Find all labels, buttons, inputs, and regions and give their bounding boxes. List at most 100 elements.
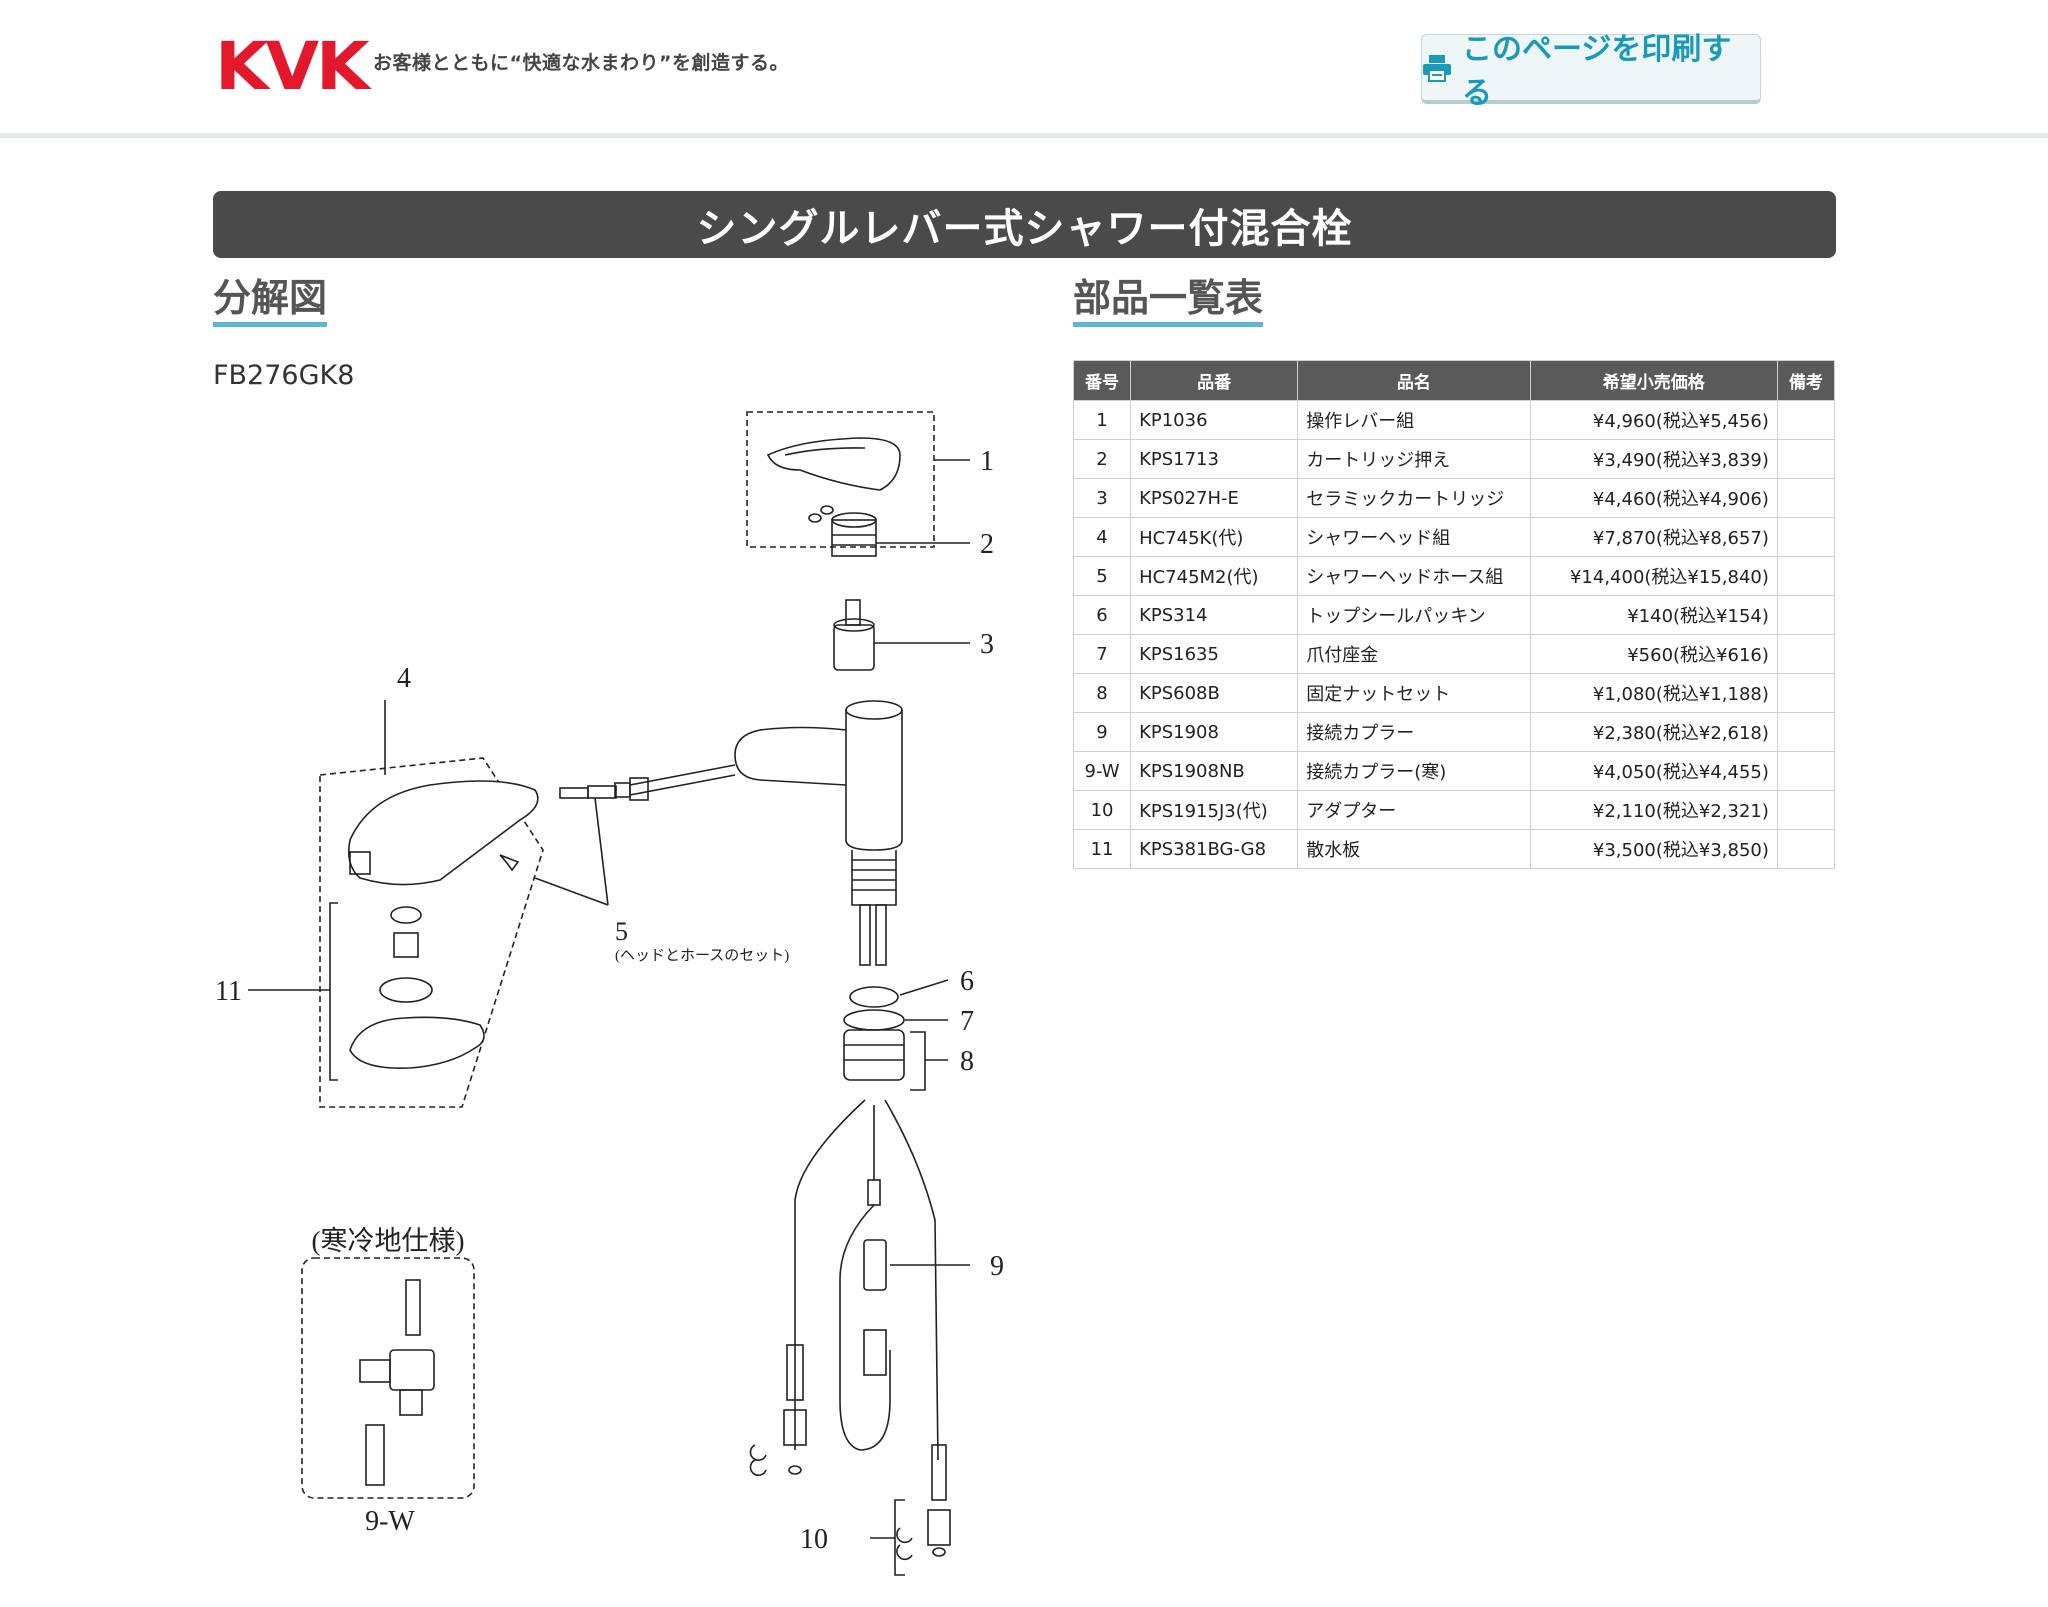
row-price: ¥3,490(税込¥3,839) [1529, 439, 1778, 479]
table-row: 5 HC745M2(代) シャワーヘッドホース組 ¥14,400(税込¥15,8… [1072, 556, 1836, 596]
table-header-row: 番号 品番 品名 希望小売価格 備考 [1072, 360, 1836, 401]
row-note [1776, 634, 1836, 674]
row-name: アダプター [1297, 790, 1531, 830]
exploded-diagram: 1 2 3 4 5 (ヘッドとホースのセット) 6 7 8 9 10 11 (寒… [215, 411, 1004, 1576]
row-note [1776, 673, 1836, 713]
row-code: HC745M2(代) [1130, 556, 1299, 596]
table-row: 4 HC745K(代) シャワーヘッド組 ¥7,870(税込¥8,657) [1072, 517, 1836, 557]
row-no: 11 [1072, 829, 1132, 869]
table-row: 1 KP1036 操作レバー組 ¥4,960(税込¥5,456) [1072, 400, 1836, 440]
svg-text:2: 2 [980, 529, 994, 560]
row-no: 8 [1072, 673, 1132, 713]
row-price: ¥3,500(税込¥3,850) [1529, 829, 1778, 869]
row-code: KP1036 [1130, 400, 1299, 440]
row-price: ¥14,400(税込¥15,840) [1529, 556, 1778, 596]
kvk-logo[interactable]: KVK [215, 28, 370, 105]
header-divider [0, 133, 2048, 138]
table-row: 9-W KPS1908NB 接続カプラー(寒) ¥4,050(税込¥4,455) [1072, 751, 1836, 791]
row-price: ¥2,110(税込¥2,321) [1529, 790, 1778, 830]
row-price: ¥560(税込¥616) [1529, 634, 1778, 674]
row-price: ¥4,960(税込¥5,456) [1529, 400, 1778, 440]
site-header: KVK お客様とともに“快適な水まわり”を創造する。 このページを印刷する [0, 0, 2048, 133]
row-name: トップシールパッキン [1297, 595, 1531, 635]
row-name: シャワーヘッド組 [1297, 517, 1531, 557]
svg-text:1: 1 [980, 446, 994, 477]
row-no: 4 [1072, 517, 1132, 557]
row-name: 接続カプラー(寒) [1297, 751, 1531, 791]
row-code: KPS1713 [1130, 439, 1299, 479]
svg-text:8: 8 [960, 1046, 974, 1077]
parts-list-heading: 部品一覧表 [1073, 276, 1264, 327]
row-name: 爪付座金 [1297, 634, 1531, 674]
row-no: 9-W [1072, 751, 1132, 791]
col-header-name: 品名 [1297, 360, 1531, 401]
row-price: ¥7,870(税込¥8,657) [1529, 517, 1778, 557]
page-title: シングルレバー式シャワー付混合栓 [213, 191, 1836, 258]
table-row: 9 KPS1908 接続カプラー ¥2,380(税込¥2,618) [1072, 712, 1836, 752]
table-row: 11 KPS381BG-G8 散水板 ¥3,500(税込¥3,850) [1072, 829, 1836, 869]
svg-text:7: 7 [960, 1006, 974, 1037]
row-note [1776, 400, 1836, 440]
svg-text:10: 10 [800, 1524, 828, 1555]
svg-text:5: 5 [615, 917, 628, 946]
row-no: 5 [1072, 556, 1132, 596]
print-page-button[interactable]: このページを印刷する [1421, 32, 1761, 111]
print-button-label: このページを印刷する [1462, 31, 1732, 111]
row-name: 固定ナットセット [1297, 673, 1531, 713]
row-code: KPS608B [1130, 673, 1299, 713]
row-no: 9 [1072, 712, 1132, 752]
table-row: 6 KPS314 トップシールパッキン ¥140(税込¥154) [1072, 595, 1836, 635]
svg-text:4: 4 [397, 663, 411, 694]
svg-text:9-W: 9-W [365, 1506, 415, 1537]
row-note [1776, 556, 1836, 596]
col-header-note: 備考 [1776, 360, 1836, 401]
col-header-price: 希望小売価格 [1529, 360, 1778, 401]
svg-text:6: 6 [960, 966, 974, 997]
header-tagline: お客様とともに“快適な水まわり”を創造する。 [373, 52, 789, 74]
svg-text:11: 11 [215, 976, 242, 1007]
row-code: KPS1915J3(代) [1130, 790, 1299, 830]
row-code: KPS1908NB [1130, 751, 1299, 791]
row-no: 7 [1072, 634, 1132, 674]
table-row: 7 KPS1635 爪付座金 ¥560(税込¥616) [1072, 634, 1836, 674]
row-note [1776, 595, 1836, 635]
row-note [1776, 751, 1836, 791]
row-name: セラミックカートリッジ [1297, 478, 1531, 518]
row-code: KPS1908 [1130, 712, 1299, 752]
row-name: 散水板 [1297, 829, 1531, 869]
table-row: 3 KPS027H-E セラミックカートリッジ ¥4,460(税込¥4,906) [1072, 478, 1836, 518]
row-price: ¥4,050(税込¥4,455) [1529, 751, 1778, 791]
row-price: ¥140(税込¥154) [1529, 595, 1778, 635]
row-note [1776, 478, 1836, 518]
row-price: ¥1,080(税込¥1,188) [1529, 673, 1778, 713]
row-code: KPS314 [1130, 595, 1299, 635]
row-no: 6 [1072, 595, 1132, 635]
row-code: KPS381BG-G8 [1130, 829, 1299, 869]
table-row: 10 KPS1915J3(代) アダプター ¥2,110(税込¥2,321) [1072, 790, 1836, 830]
row-note [1776, 829, 1836, 869]
row-note [1776, 517, 1836, 557]
row-no: 1 [1072, 400, 1132, 440]
parts-table: 番号 品番 品名 希望小売価格 備考 1 KP1036 操作レバー組 ¥4,96… [1072, 360, 1836, 869]
row-note [1776, 790, 1836, 830]
row-no: 10 [1072, 790, 1132, 830]
printer-icon [1422, 54, 1452, 82]
svg-text:3: 3 [980, 629, 994, 660]
row-code: HC745K(代) [1130, 517, 1299, 557]
row-no: 2 [1072, 439, 1132, 479]
exploded-view-heading: 分解図 [213, 276, 328, 327]
row-name: シャワーヘッドホース組 [1297, 556, 1531, 596]
row-name: 操作レバー組 [1297, 400, 1531, 440]
row-code: KPS1635 [1130, 634, 1299, 674]
note-5-text: (ヘッドとホースのセット) [615, 948, 789, 964]
row-name: 接続カプラー [1297, 712, 1531, 752]
row-code: KPS027H-E [1130, 478, 1299, 518]
svg-text:9: 9 [990, 1251, 1004, 1282]
row-no: 3 [1072, 478, 1132, 518]
col-header-code: 品番 [1130, 360, 1299, 401]
row-note [1776, 439, 1836, 479]
row-name: カートリッジ押え [1297, 439, 1531, 479]
row-price: ¥2,380(税込¥2,618) [1529, 712, 1778, 752]
cold-region-label: (寒冷地仕様) [312, 1226, 465, 1256]
row-note [1776, 712, 1836, 752]
